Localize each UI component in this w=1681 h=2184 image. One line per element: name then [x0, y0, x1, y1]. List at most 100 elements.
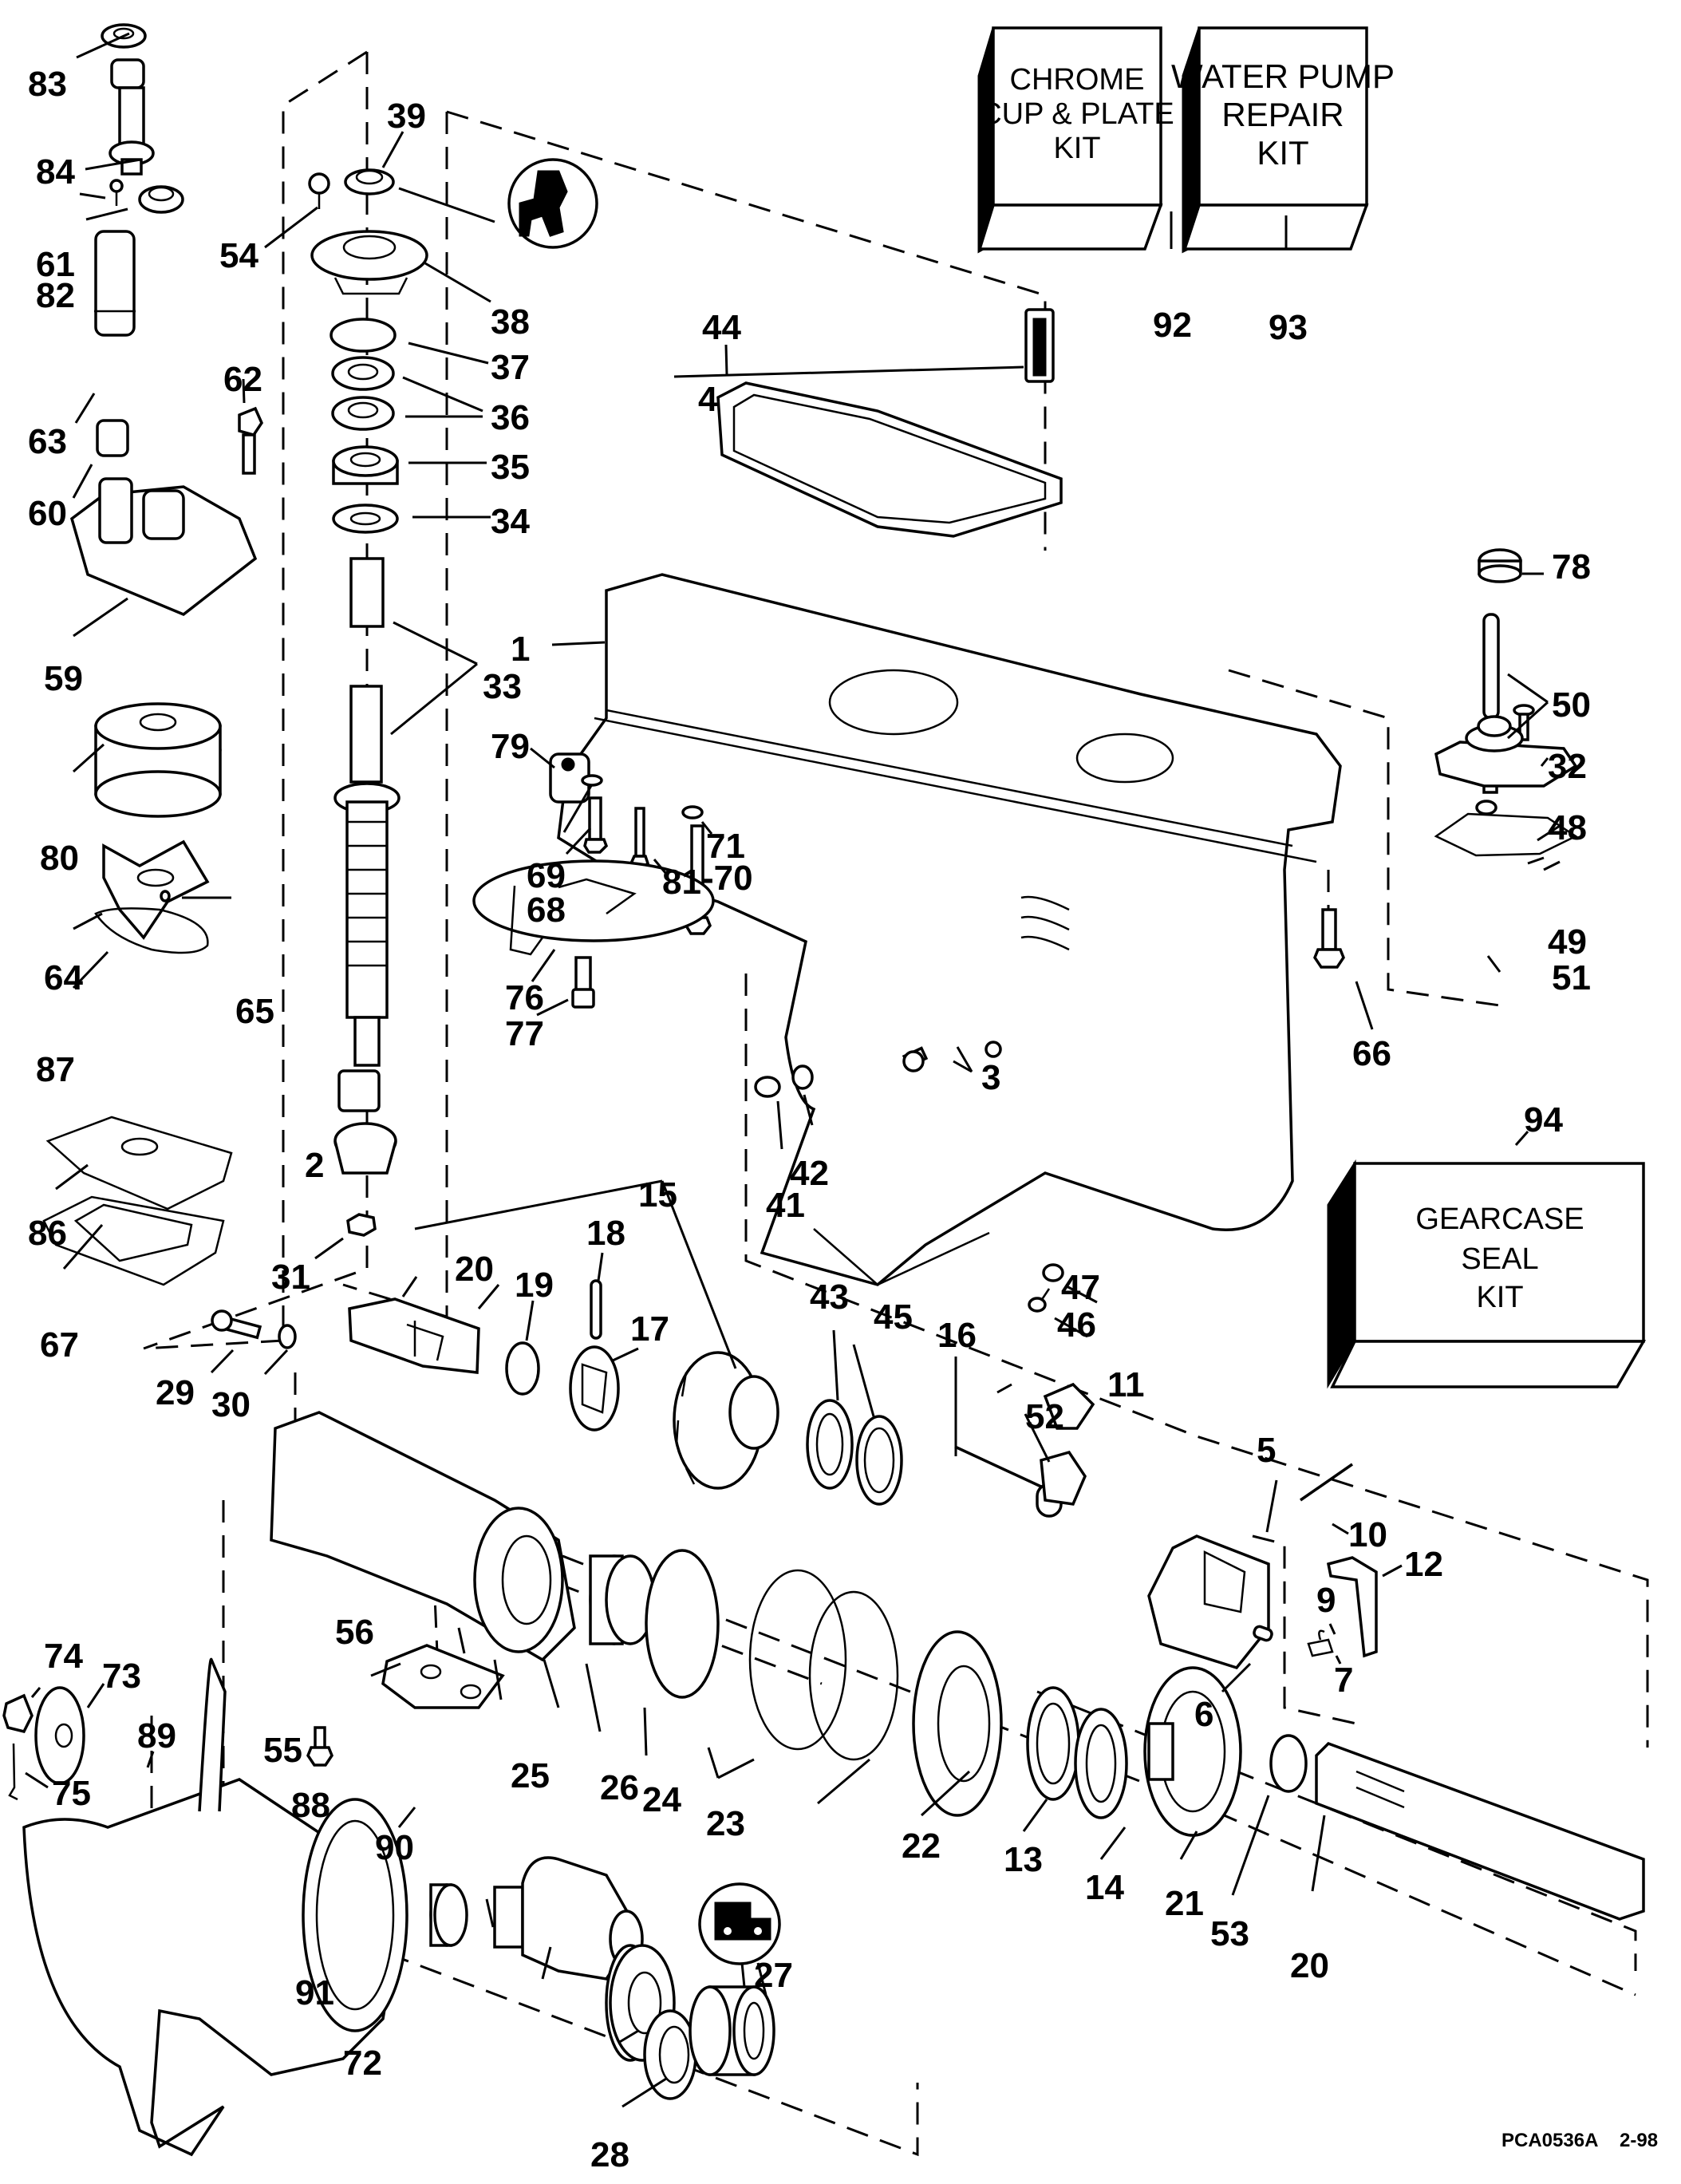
- kit-93-line-3: KIT: [1257, 134, 1308, 172]
- part-25-bearing-housing: [270, 1411, 576, 1662]
- part-27-bearing: [689, 1985, 775, 2076]
- part-2-pinion-gear: [333, 1122, 397, 1175]
- part-1-gearcase-housing: [557, 573, 1342, 1286]
- callout-7: 7: [1334, 1661, 1353, 1700]
- callout-37: 37: [491, 348, 530, 387]
- callout-24: 24: [642, 1780, 681, 1819]
- kit-93-line-2: REPAIR: [1221, 96, 1344, 133]
- callout-2: 2: [305, 1146, 324, 1185]
- callout-67: 67: [40, 1325, 79, 1365]
- callout-83: 83: [28, 65, 67, 104]
- part-54-screw: [308, 172, 330, 209]
- callout-39: 39: [387, 97, 426, 136]
- callout-29: 29: [156, 1373, 195, 1412]
- callout-17: 17: [630, 1309, 669, 1349]
- callout-90: 90: [375, 1828, 414, 1867]
- callout-87: 87: [36, 1050, 75, 1089]
- callout-62: 62: [223, 360, 262, 399]
- part-65-pin: [160, 890, 171, 902]
- callout-22: 22: [902, 1827, 941, 1866]
- part-11-shift-lever: [1043, 1382, 1095, 1430]
- callout-18: 18: [586, 1214, 625, 1253]
- callout-52: 52: [1025, 1397, 1064, 1436]
- callout-1: 1: [511, 630, 530, 669]
- part-74-prop-nut: [2, 1693, 34, 1734]
- callout-69: 69: [527, 856, 566, 895]
- callout-94: 94: [1524, 1100, 1563, 1139]
- callout-79: 79: [491, 727, 530, 766]
- part-5-shift-cradle: [1147, 1534, 1270, 1670]
- callout-56: 56: [335, 1613, 374, 1652]
- callout-51: 51: [1552, 958, 1591, 997]
- callout-41: 41: [766, 1186, 805, 1225]
- callout-82: 82: [36, 276, 75, 315]
- callout-6: 6: [1194, 1695, 1213, 1734]
- part-31-nut: [346, 1213, 377, 1237]
- part-89-propeller: [22, 1657, 408, 2157]
- part-47-washer: [1042, 1263, 1064, 1282]
- part-23-retaining-ring-a: [748, 1569, 847, 1751]
- part-19-ring: [505, 1341, 540, 1396]
- part-67-gasket: [42, 1195, 225, 1286]
- part-20-pinion-shaft: [348, 1297, 480, 1374]
- callout-89: 89: [137, 1716, 176, 1755]
- callout-31: 31: [271, 1258, 310, 1297]
- callout-73: 73: [102, 1657, 141, 1696]
- part-22-retainer-plate: [912, 1630, 1003, 1817]
- part-15-forward-gear: [673, 1351, 779, 1490]
- callout-15: 15: [638, 1175, 677, 1214]
- part-14-thrust-bearing: [1074, 1708, 1128, 1819]
- sealant-icon-top: [398, 158, 598, 249]
- callout-48: 48: [1548, 808, 1587, 847]
- kit-94-line-3: KIT: [1476, 1281, 1523, 1314]
- part-10-pin: [1300, 1463, 1353, 1502]
- callout-47: 47: [1061, 1268, 1100, 1307]
- callout-46: 46: [1057, 1305, 1096, 1345]
- part-26-bearing: [589, 1554, 656, 1645]
- callout-10: 10: [1348, 1515, 1387, 1554]
- leader-lines: [25, 32, 1561, 2108]
- part-87-gasket: [94, 907, 209, 954]
- callout-44: 44: [702, 308, 741, 347]
- callout-55: 55: [263, 1731, 302, 1770]
- callout-19: 19: [515, 1266, 554, 1305]
- part-13-thrust-washer: [1026, 1686, 1080, 1801]
- callout-34: 34: [491, 502, 530, 541]
- part-35-bearing-race: [332, 445, 399, 485]
- callout-26: 26: [600, 1768, 639, 1807]
- part-61-screw: [109, 179, 124, 206]
- callout-81: 81: [662, 863, 701, 902]
- callout-70: -70: [702, 859, 753, 898]
- part-71-washer: [681, 805, 704, 819]
- part-59-pump-housing: [69, 477, 258, 617]
- part-68-screw: [583, 796, 609, 854]
- part-24-o-ring: [645, 1549, 720, 1699]
- callout-88: 88: [291, 1786, 330, 1825]
- callout-84: 84: [36, 152, 75, 192]
- kit-92-line-1: CHROME: [1010, 63, 1145, 97]
- part-23-retaining-ring-b: [808, 1590, 899, 1761]
- part-50-shift-rod-upper: [1482, 613, 1500, 720]
- part-56-anode: [381, 1644, 505, 1709]
- callout-33: 33: [483, 667, 522, 706]
- callout-60: 60: [28, 494, 67, 533]
- part-39-seal: [344, 168, 395, 195]
- part-21-reverse-gear: [1143, 1666, 1242, 1837]
- part-64-impeller: [102, 839, 210, 940]
- callout-11: 11: [1107, 1365, 1145, 1404]
- callout-80: 80: [40, 839, 79, 878]
- kit-92-line-2: CUP & PLATE: [980, 97, 1174, 131]
- part-33-driveshaft: [333, 557, 401, 1067]
- callout-4: 4: [698, 380, 718, 419]
- callout-3: 3: [981, 1058, 1000, 1097]
- callout-21: 21: [1165, 1884, 1204, 1923]
- part-77-screw: [571, 956, 595, 1009]
- part-44-seal: [716, 381, 1063, 538]
- kit-box-water-pump-repair: WATER PUMP REPAIR KIT: [1171, 26, 1395, 254]
- sealant-icon-bottom: [698, 1882, 781, 2004]
- part-79-anode: [549, 752, 590, 804]
- callout-91: 91: [295, 1973, 334, 2012]
- part-45-thrust-washer: [855, 1415, 903, 1506]
- kit-94-line-1: GEARCASE: [1415, 1203, 1584, 1236]
- part-48-shift-rod-seal-housing: [1434, 715, 1578, 788]
